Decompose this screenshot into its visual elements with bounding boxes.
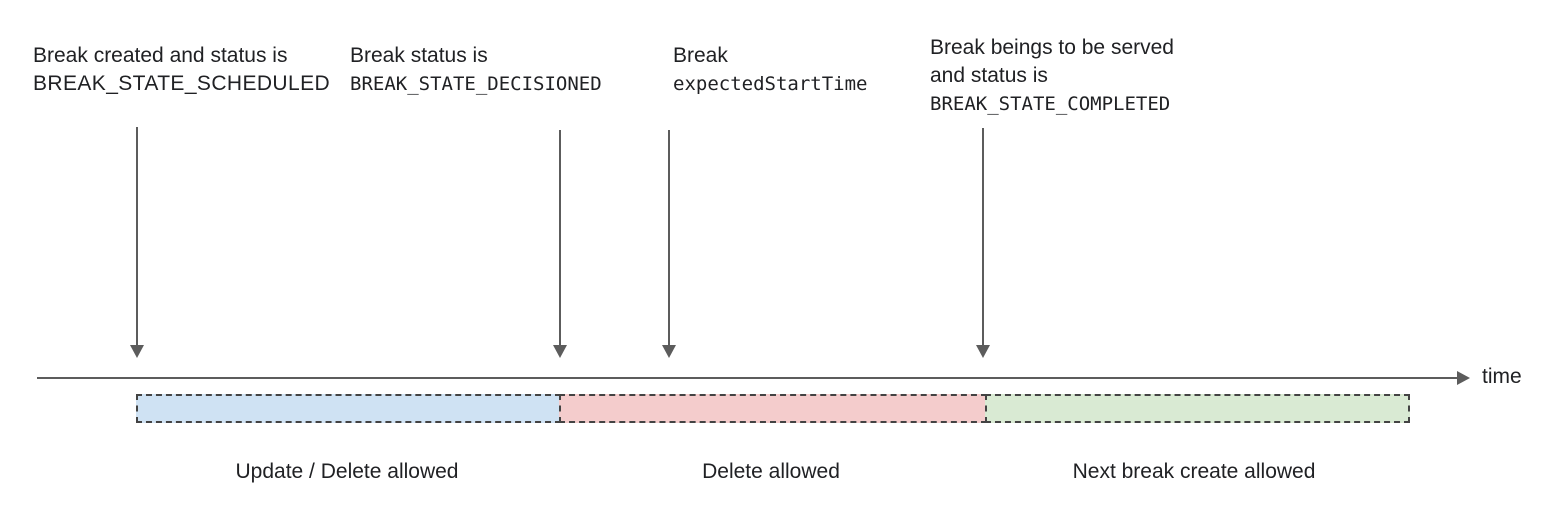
annotation-line: Break created and status is [33,44,288,67]
arrow-shaft [136,127,138,345]
annotation-line: Break [673,44,728,67]
time-axis-arrow-icon [1457,371,1470,385]
arrow-head-icon [976,345,990,358]
arrow-shaft [668,130,670,345]
arrow-shaft [982,128,984,345]
segment-label-delete: Delete allowed [702,460,840,483]
time-axis [37,371,1470,385]
down-arrow-scheduled-icon [130,127,144,358]
annotation-line: Break status is [350,44,488,67]
arrow-shaft [559,130,561,345]
break-state-completed-value: BREAK_STATE_COMPLETED [930,93,1171,115]
arrow-head-icon [553,345,567,358]
break-state-scheduled-value: BREAK_STATE_SCHEDULED [33,72,331,95]
arrow-head-icon [662,345,676,358]
break-state-decisioned-value: BREAK_STATE_DECISIONED [350,73,602,95]
segment-label-next-break: Next break create allowed [1072,460,1316,483]
segment-label-update-delete: Update / Delete allowed [235,460,459,483]
time-axis-line [37,377,1457,379]
annotation-break-decisioned: Break status is BREAK_STATE_DECISIONED [350,42,602,98]
down-arrow-completed-icon [976,128,990,358]
time-axis-label: time [1482,365,1522,388]
down-arrow-expected-start-icon [662,130,676,358]
expected-start-time-value: expectedStartTime [673,73,868,95]
annotation-line: and status is [930,64,1048,87]
annotation-break-scheduled: Break created and status is BREAK_STATE_… [33,42,330,98]
segment-update-delete [136,394,561,423]
annotation-expected-start-time: Break expectedStartTime [673,42,867,98]
segment-next-break [985,394,1410,423]
annotation-line: Break beings to be served [930,36,1174,59]
arrow-head-icon [130,345,144,358]
segment-delete [559,394,987,423]
segment-band [136,394,1410,423]
down-arrow-decisioned-icon [553,130,567,358]
annotation-break-completed: Break beings to be served and status is … [930,34,1174,118]
